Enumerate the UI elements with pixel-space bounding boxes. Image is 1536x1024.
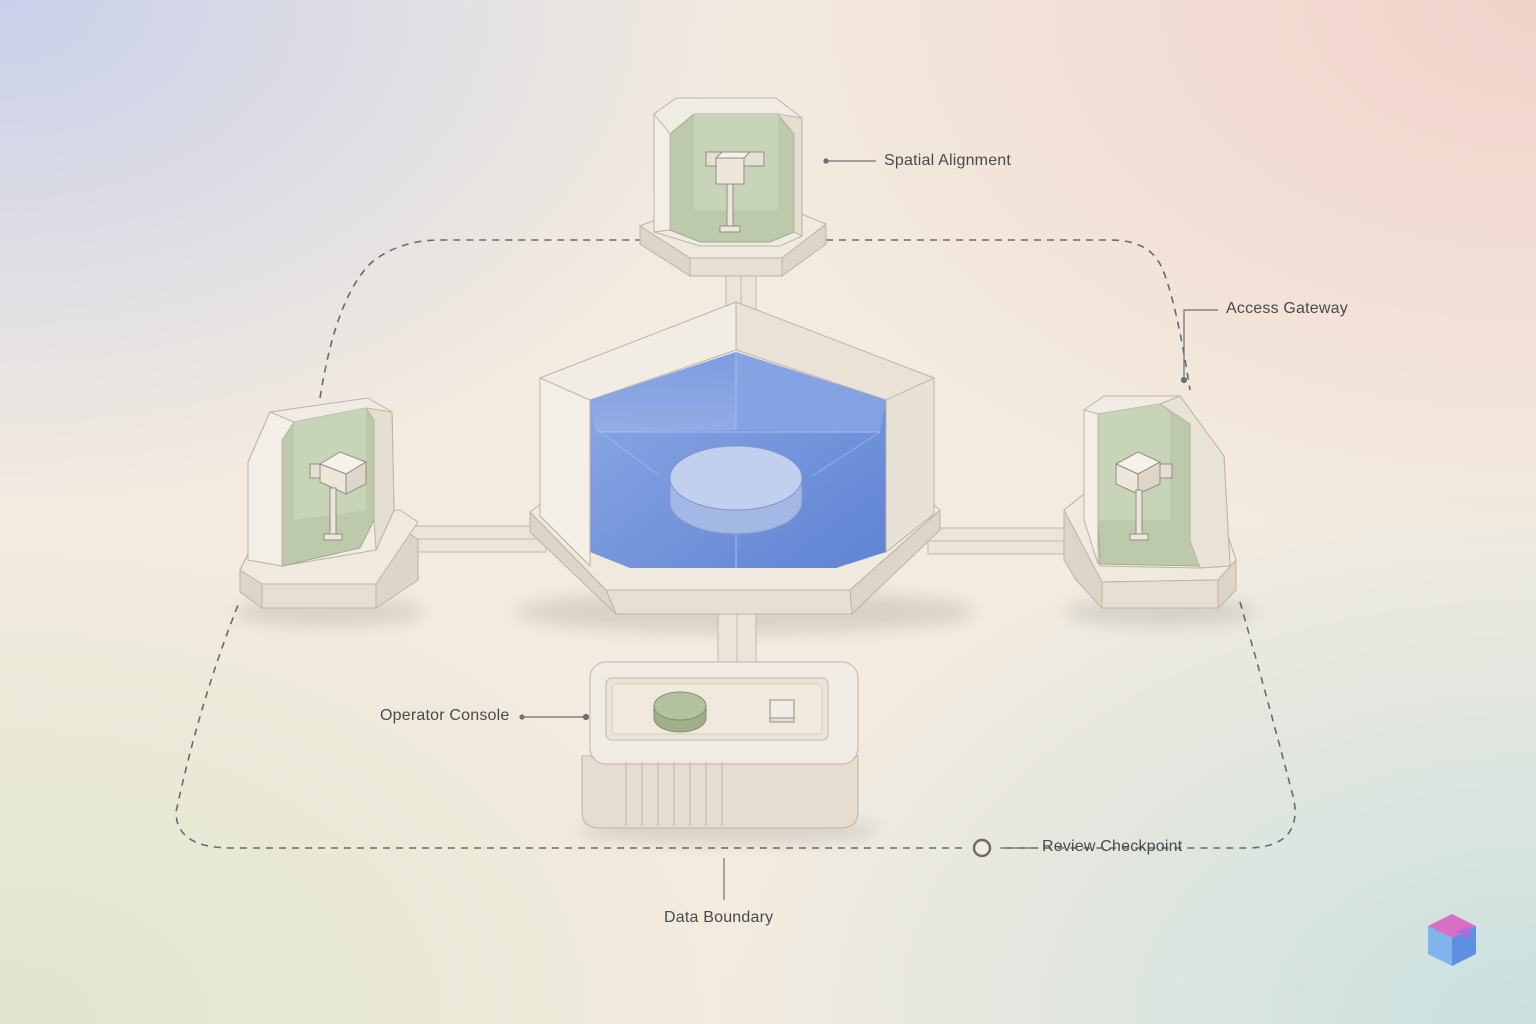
central-platform-disc	[669, 445, 803, 535]
callout-lines	[519, 158, 1218, 900]
console-vents	[625, 762, 723, 826]
review-checkpoint-marker	[972, 838, 992, 858]
pod-top-spatial-alignment	[638, 97, 827, 277]
connector-left	[405, 525, 547, 553]
label-data-boundary: Data Boundary	[664, 909, 774, 926]
console-round-button	[653, 691, 707, 733]
label-review-checkpoint: Review Checkpoint	[1042, 838, 1183, 855]
pod-left	[239, 397, 419, 609]
sensor-device-top	[705, 151, 765, 233]
connector-right	[927, 527, 1069, 555]
console-square-button	[769, 699, 795, 723]
pod-right	[1063, 395, 1237, 609]
label-operator-console: Operator Console	[380, 707, 510, 724]
label-spatial-alignment: Spatial Alignment	[884, 152, 1012, 169]
central-core-module	[529, 301, 941, 615]
operator-console-module	[581, 661, 859, 829]
cube-logo-icon	[1428, 914, 1476, 966]
sensor-device-left	[309, 451, 368, 541]
sensor-device-right	[1114, 451, 1173, 541]
label-access-gateway: Access Gateway	[1226, 300, 1348, 317]
data-boundary-line	[175, 239, 1296, 849]
